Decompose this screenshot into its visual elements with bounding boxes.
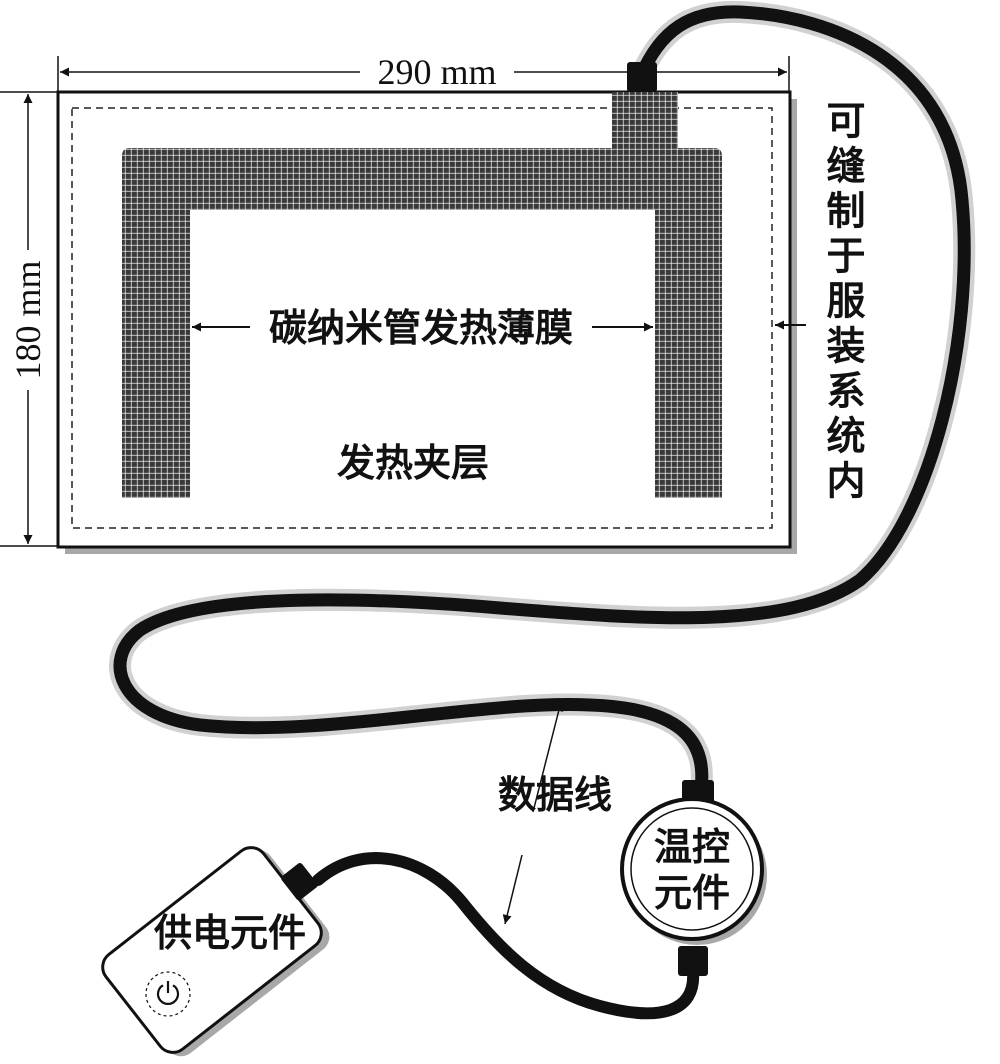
temp-control-outer [620,797,764,941]
side-note: 可缝制于服装系统内 [820,100,865,505]
power-icon-ring [145,971,191,1017]
power-unit-connector [281,863,318,901]
temp-connector-bottom [678,946,708,976]
power-unit-label: 供电元件 [154,911,306,955]
cable-upper [113,5,971,802]
width-label: 290 mm [377,52,496,92]
layer-label: 发热夹层 [337,441,489,485]
height-label: 180 mm [8,260,48,379]
data-cable [109,0,976,1020]
power-icon-arc [156,984,180,1006]
film-lead-tab [612,92,678,150]
height-dimension [0,91,58,547]
power-icon [145,971,191,1017]
carbon-nanotube-film [122,148,722,498]
temp-control-label-line1: 温控 [654,825,730,869]
cable-lower [312,852,700,1020]
cable-label: 数据线 [498,773,612,817]
temperature-control-unit [620,797,767,945]
film-label: 碳纳米管发热薄膜 [269,306,573,350]
cable-length-arrow [532,701,564,813]
film-connector [627,62,657,92]
temp-control-inner [630,807,754,931]
stitch-line [71,107,773,529]
power-unit [101,846,330,1057]
cable-length-arrow-lower [502,854,523,925]
temp-control-label-line2: 元件 [654,871,730,915]
